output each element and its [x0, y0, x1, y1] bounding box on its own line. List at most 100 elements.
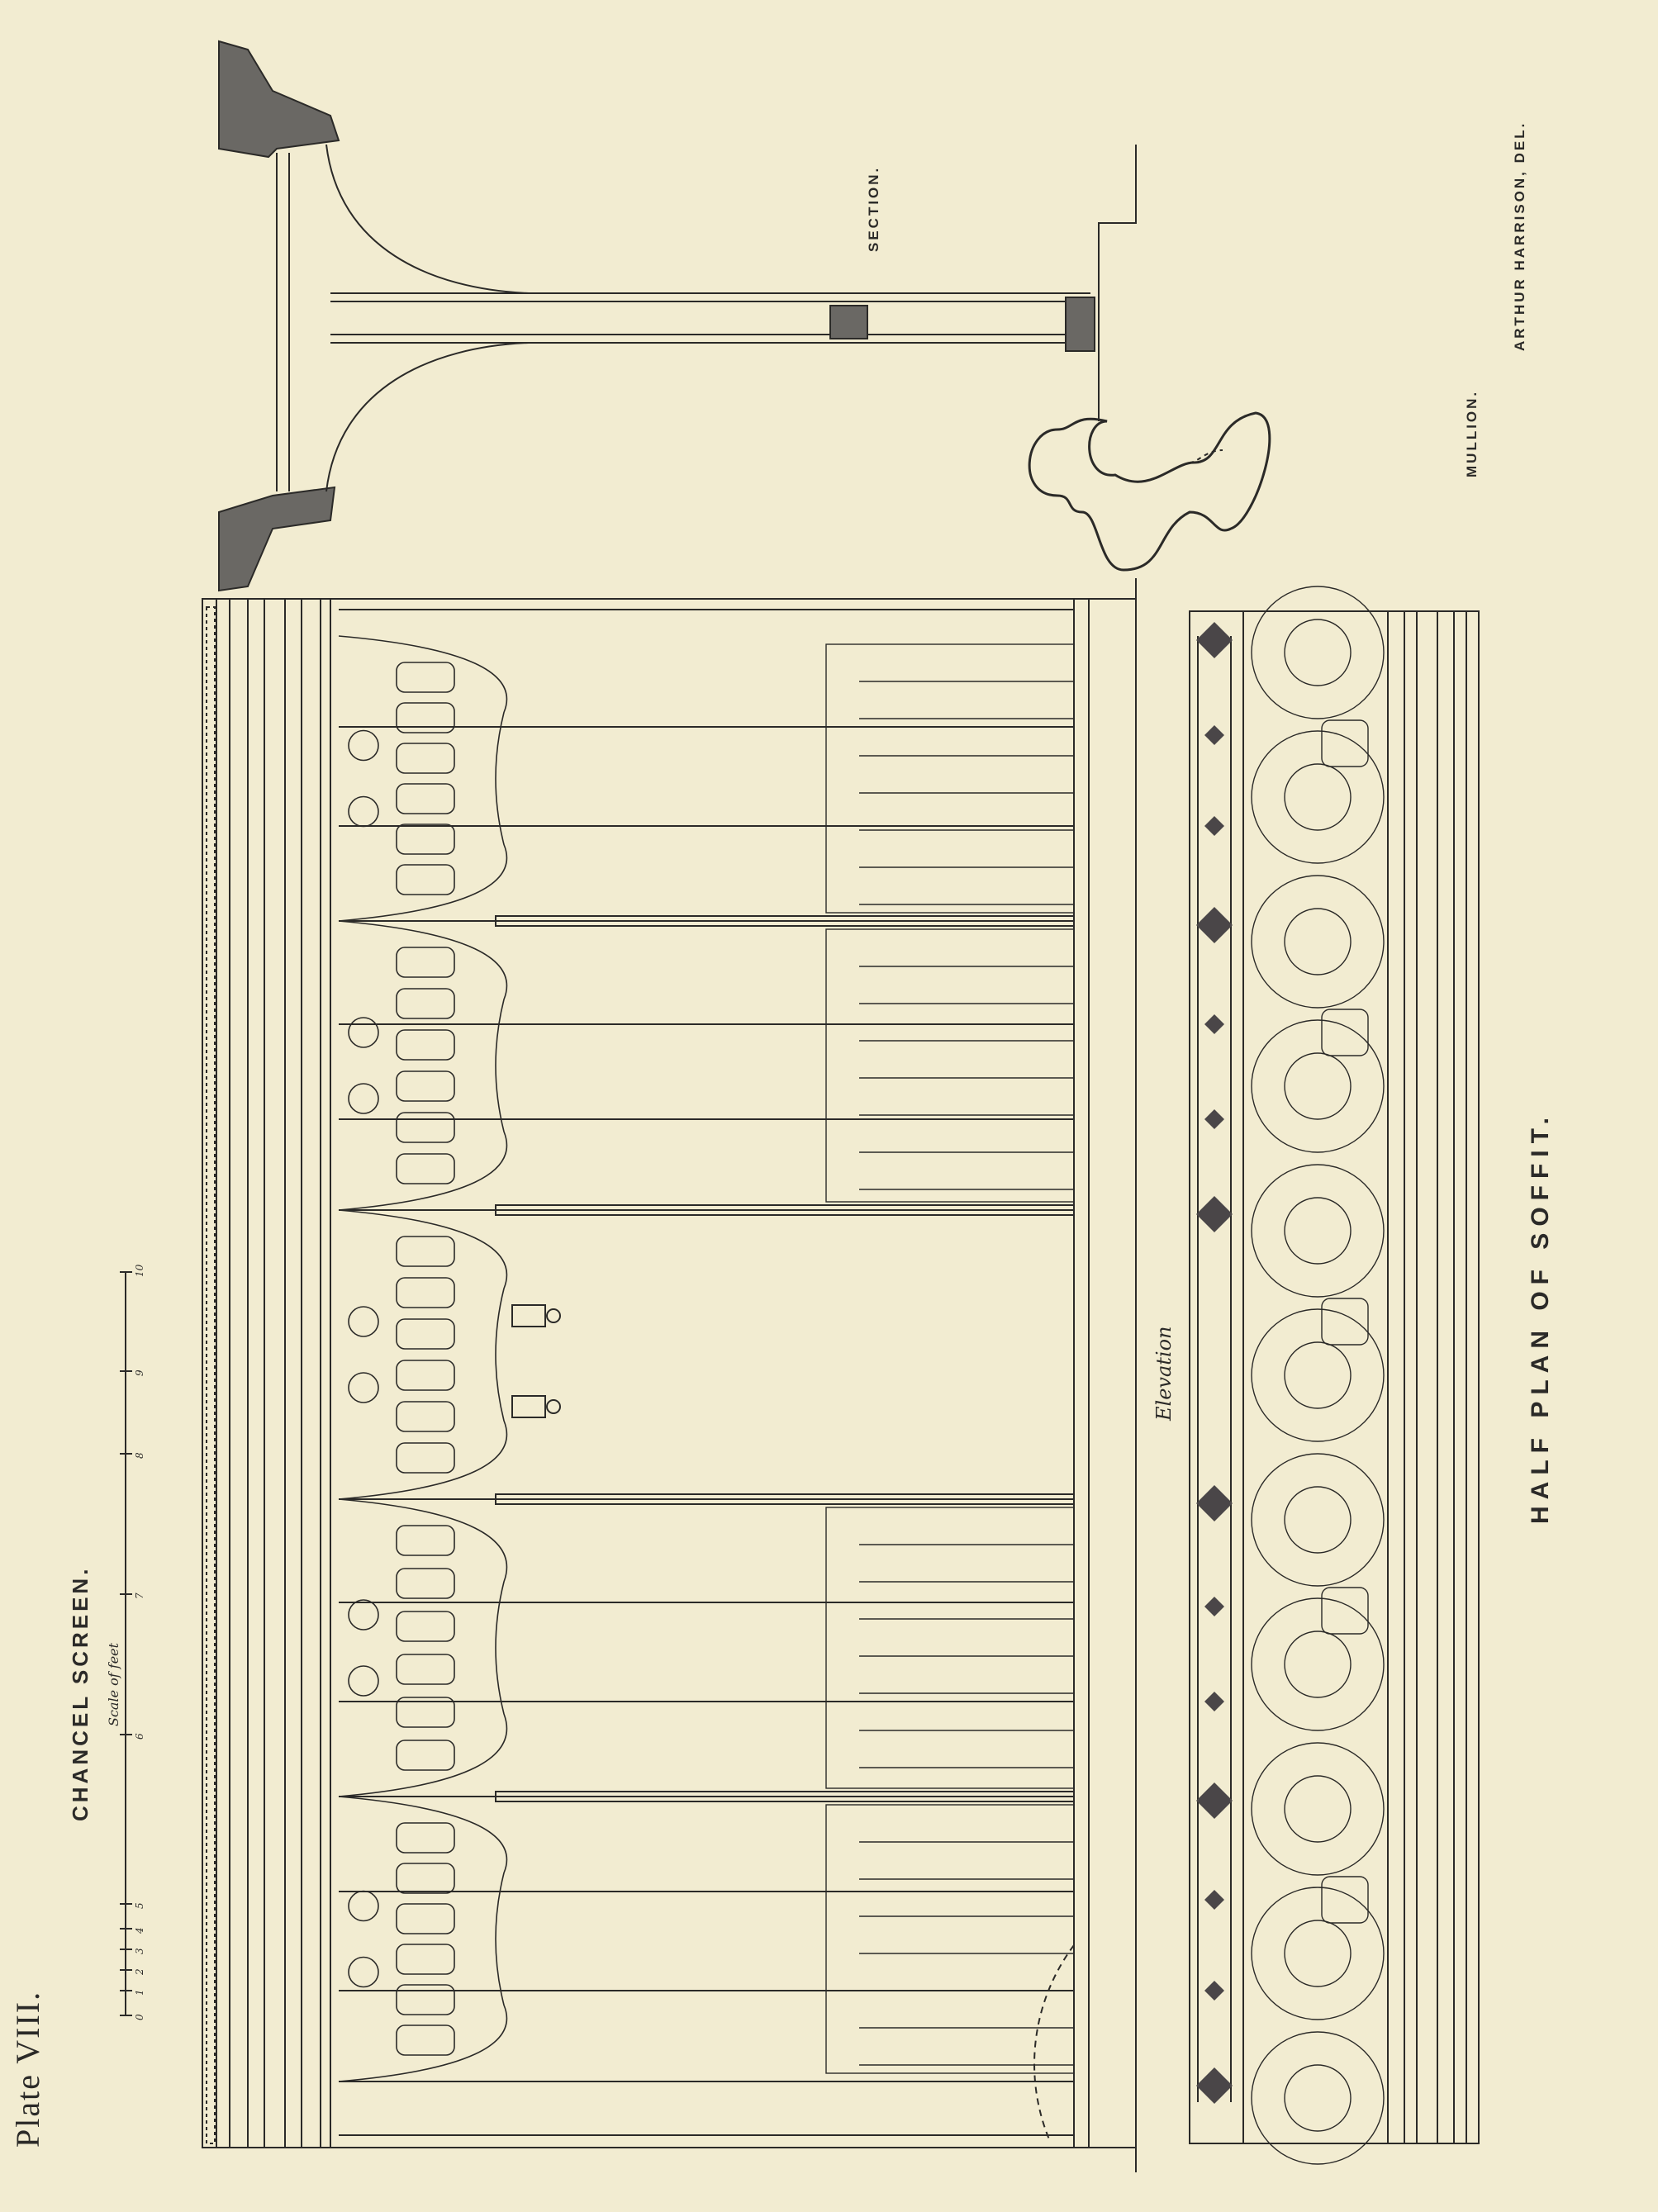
tracery-quatrefoil: [396, 1903, 455, 1934]
tracery-quatrefoil: [396, 1863, 455, 1894]
credit-label: ARTHUR HARRISON, DEL.: [1512, 121, 1527, 351]
tracery-quatrefoil: [396, 1442, 455, 1474]
tracery-rosette: [348, 729, 379, 762]
screen-post: [495, 1791, 1075, 1802]
soffit-rosette-inner: [1284, 1341, 1352, 1409]
tracery-quatrefoil: [396, 1697, 455, 1728]
soffit-rosette-inner: [1284, 1631, 1352, 1698]
scale-caption: Scale of feet: [106, 1642, 121, 1726]
soffit-stud: [1196, 2067, 1233, 2104]
soffit-stud: [1196, 1485, 1233, 1521]
mullion-label: MULLION.: [1464, 389, 1480, 477]
tracery-quatrefoil: [396, 1318, 455, 1350]
soffit-cross: [1321, 1876, 1369, 1924]
tracery-rosette: [348, 795, 379, 828]
tracery-arch: [338, 920, 508, 1211]
tracery-quatrefoil: [396, 1568, 455, 1599]
scale-tick-label: 1: [134, 1989, 145, 1996]
soffit-rosette: [1251, 875, 1385, 1009]
scale-tick-label: 8: [134, 1452, 145, 1459]
soffit-stud: [1204, 1890, 1224, 1910]
soffit-rosette: [1251, 1453, 1385, 1587]
tracery-quatrefoil: [396, 2025, 455, 2056]
tracery-quatrefoil: [396, 1822, 455, 1854]
tracery-quatrefoil: [396, 1654, 455, 1685]
tracery-quatrefoil: [396, 947, 455, 978]
soffit-stud: [1204, 816, 1224, 836]
scale-tick-label: 3: [134, 1948, 145, 1954]
soffit-cross: [1321, 1298, 1369, 1346]
chancel-screen-title: CHANCEL SCREEN.: [68, 1565, 93, 1821]
section-drawing: [218, 40, 1137, 592]
scale-tick-label: 9: [134, 1369, 145, 1376]
soffit-rosette-inner: [1284, 1197, 1352, 1265]
lower-panel: [825, 928, 1075, 1203]
soffit-rosette: [1251, 1308, 1385, 1442]
finial: [511, 1304, 561, 1418]
lower-panel: [825, 1507, 1075, 1789]
tracery-rosette: [348, 1083, 379, 1114]
soffit-rosette: [1251, 1019, 1385, 1153]
scale-tick-label: 2: [134, 1968, 145, 1975]
soffit-rosette-inner: [1284, 1920, 1352, 1987]
section-label: SECTION.: [866, 165, 881, 252]
screen-post: [495, 1493, 1075, 1505]
soffit-rosette: [1251, 586, 1385, 719]
tracery-quatrefoil: [396, 743, 455, 774]
tracery-arch: [338, 1498, 508, 1797]
soffit-rosette-inner: [1284, 763, 1352, 831]
tracery-rosette: [348, 1372, 379, 1403]
tracery-quatrefoil: [396, 1112, 455, 1143]
scale-tick-label: 4: [134, 1927, 145, 1934]
tracery-quatrefoil: [396, 1153, 455, 1184]
tracery-rosette: [348, 1890, 379, 1922]
elevation-drawing: [202, 578, 1137, 2172]
tracery-quatrefoil: [396, 1525, 455, 1556]
elevation-label: Elevation: [1152, 1326, 1176, 1422]
scale-tick-label: 0: [134, 2014, 145, 2020]
tracery-quatrefoil: [396, 702, 455, 733]
tracery-quatrefoil: [396, 1029, 455, 1061]
tracery-quatrefoil: [396, 783, 455, 814]
soffit-rosette-inner: [1284, 1052, 1352, 1120]
tracery-quatrefoil: [396, 662, 455, 693]
tracery-rosette: [348, 1956, 379, 1988]
soffit-stud: [1196, 1782, 1233, 1819]
soffit-stud: [1204, 725, 1224, 745]
scale-tick-label: 6: [134, 1733, 145, 1740]
soffit-stud: [1204, 1692, 1224, 1711]
soffit-stud: [1204, 1597, 1224, 1616]
scale-tick-label: 5: [134, 1902, 145, 1909]
soffit-rosette-inner: [1284, 908, 1352, 975]
soffit-stud: [1204, 1109, 1224, 1129]
mullion-drawing: [1028, 411, 1271, 572]
soffit-cross: [1321, 1587, 1369, 1635]
soffit-stud: [1204, 1014, 1224, 1034]
tracery-quatrefoil: [396, 1236, 455, 1267]
tracery-quatrefoil: [396, 1277, 455, 1308]
tracery-rosette: [348, 1665, 379, 1697]
screen-post: [495, 1204, 1075, 1216]
tracery-quatrefoil: [396, 1984, 455, 2015]
tracery-arch: [338, 1209, 508, 1500]
lower-panel: [825, 1804, 1075, 2074]
tracery-rosette: [348, 1306, 379, 1337]
soffit-cross: [1321, 719, 1369, 767]
soffit-rosette-inner: [1284, 1775, 1352, 1843]
soffit-rosette-inner: [1284, 2064, 1352, 2132]
lower-panel: [825, 643, 1075, 914]
soffit-rosette: [1251, 1597, 1385, 1731]
tracery-quatrefoil: [396, 988, 455, 1019]
tracery-quatrefoil: [396, 1360, 455, 1391]
tracery-quatrefoil: [396, 1740, 455, 1771]
scale-tick-label: 10: [134, 1264, 145, 1277]
scale-bar: [120, 1271, 132, 2016]
half-plan-title: HALF PLAN OF SOFFIT.: [1527, 1111, 1554, 1524]
tracery-arch: [338, 1796, 508, 2082]
tracery-quatrefoil: [396, 824, 455, 855]
soffit-rosette-inner: [1284, 619, 1352, 686]
tracery-arch: [338, 635, 508, 922]
soffit-rosette: [1251, 1164, 1385, 1298]
soffit-cross: [1321, 1009, 1369, 1056]
